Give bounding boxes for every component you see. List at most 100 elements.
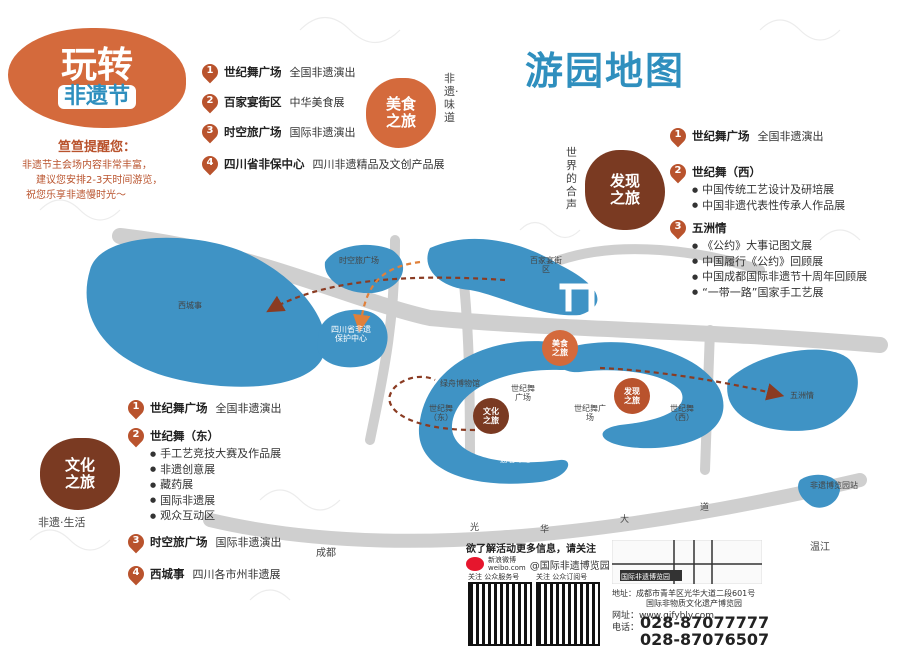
legend-item-desc: 全国非遗演出 bbox=[215, 402, 282, 415]
minimap-sign: 国际非遗博览园 bbox=[621, 573, 670, 581]
legend-subitem: 中国履行《公约》回顾展 bbox=[692, 254, 867, 270]
location-minimap bbox=[612, 540, 762, 584]
follow-text: 欲了解活动更多信息，请关注 bbox=[466, 544, 596, 555]
map-label-wuzhou[interactable]: 五洲情 bbox=[790, 391, 814, 400]
legend-item[interactable]: 3五洲情《公约》大事记图文展中国履行《公约》回顾展中国成都国际非遗节十周年回顾展… bbox=[666, 216, 867, 300]
legend-item-desc: 全国非遗演出 bbox=[289, 66, 356, 79]
legend-item-desc: 全国非遗演出 bbox=[757, 130, 824, 143]
map-label-shijiwu-square[interactable]: 世纪舞广场 bbox=[511, 384, 535, 402]
legend-subitem: 中国成都国际非遗节十周年回顾展 bbox=[692, 269, 867, 285]
legend-sublist: 手工艺竞技大赛及作品展非遗创意展藏药展国际非遗展观众互动区 bbox=[150, 446, 281, 524]
reminder-title: 笪笪提醒您： bbox=[58, 140, 137, 155]
legend-subitem: 观众互动区 bbox=[150, 508, 281, 524]
reminder-line: 祝您乐享非遗慢时光～ bbox=[26, 190, 126, 201]
weibo-url: weibo.com bbox=[488, 564, 526, 572]
xicheng-lake bbox=[86, 237, 326, 387]
legend-subitem: 手工艺竞技大赛及作品展 bbox=[150, 446, 281, 462]
legend-item-name: 西城事 bbox=[150, 567, 185, 581]
legend-item-name: 世纪舞广场 bbox=[692, 129, 750, 143]
road-char: 道 bbox=[700, 503, 710, 513]
culture-tour-badge-text: 文化之旅 bbox=[64, 456, 95, 491]
map-label-shijiwu-square-2[interactable]: 世纪舞广场 bbox=[574, 404, 606, 422]
brand-line1: 玩转 bbox=[60, 45, 133, 86]
phone-label: 电话： bbox=[612, 623, 640, 633]
legend-item-name: 世纪舞（东） bbox=[150, 429, 219, 443]
map-label-lvzhou[interactable]: 绿舟博物馆 bbox=[440, 379, 480, 388]
legend-item-name: 百家宴街区 bbox=[224, 95, 282, 109]
map-label-wenjiang: 温江 bbox=[810, 542, 830, 553]
map-label-sichuan-center[interactable]: 四川省非遗保护中心 bbox=[331, 325, 371, 343]
weibo-row[interactable]: 新浪微博 weibo.com @国际非遗博览园 bbox=[466, 556, 610, 572]
legend-item-name: 时空旅广场 bbox=[150, 535, 208, 549]
food-tour-map-marker-text: 美食之旅 bbox=[552, 339, 568, 357]
brand-badge: 玩转 非遗节 bbox=[8, 28, 186, 128]
food-tour-badge-text: 美食之旅 bbox=[385, 95, 416, 130]
location-pin-icon: 4 bbox=[198, 152, 222, 176]
location-pin-icon: 1 bbox=[124, 396, 148, 420]
location-pin-icon: 4 bbox=[124, 562, 148, 586]
phone-2[interactable]: 028-87076507 bbox=[640, 630, 770, 649]
discover-tour-tagline: 世界的合声 bbox=[566, 146, 577, 211]
reminder-text: 非遗节主会场内容非常丰富， 建议您安排2-3天时间游览， 祝您乐享非遗慢时光～ bbox=[22, 158, 162, 203]
location-pin-icon: 1 bbox=[198, 60, 222, 84]
map-label-youke[interactable]: 游客中心 bbox=[500, 455, 532, 464]
qr-code-service[interactable] bbox=[468, 582, 532, 646]
legend-item-name: 世纪舞广场 bbox=[224, 65, 282, 79]
phone-1[interactable]: 028-87077777 bbox=[640, 613, 770, 632]
legend-subitem: 中国非遗代表性传承人作品展 bbox=[692, 198, 845, 214]
shikonglv-pond bbox=[324, 244, 404, 294]
culture-tour-tagline: 非遗·生活 bbox=[38, 516, 86, 529]
legend-item-desc: 四川各市州非遗展 bbox=[192, 568, 281, 581]
map-label-shijiwu-west[interactable]: 世纪舞（西） bbox=[670, 404, 694, 422]
qr-code-subscription[interactable] bbox=[536, 582, 600, 646]
map-label-xicheng[interactable]: 西城事 bbox=[178, 301, 202, 310]
reminder-line: 非遗节主会场内容非常丰富， bbox=[22, 160, 152, 171]
address-line2: 国际非物质文化遗产博览园 bbox=[646, 599, 742, 608]
weibo-icon bbox=[466, 557, 484, 571]
location-pin-icon: 3 bbox=[124, 530, 148, 554]
food-tour-tagline: 非遗·味道 bbox=[444, 72, 459, 124]
legend-item-name: 四川省非保中心 bbox=[224, 157, 305, 171]
legend-subitem: 藏药展 bbox=[150, 477, 281, 493]
address-line: 地址：成都市青羊区光华大道二段601号 bbox=[612, 589, 756, 598]
culture-tour-map-marker-text: 文化之旅 bbox=[483, 407, 499, 425]
legend-subitem: 国际非遗展 bbox=[150, 493, 281, 509]
discover-tour-map-marker[interactable]: 发现之旅 bbox=[614, 378, 650, 414]
map-label-chengdu: 成都 bbox=[316, 548, 336, 559]
baijiayan-river bbox=[427, 238, 598, 316]
location-pin-icon: 2 bbox=[198, 90, 222, 114]
cloud-pattern bbox=[29, 16, 861, 601]
legend-subitem: 非遗创意展 bbox=[150, 462, 281, 478]
legend-item-desc: 四川非遗精品及文创产品展 bbox=[312, 158, 445, 171]
reminder-line: 建议您安排2-3天时间游览， bbox=[36, 175, 163, 186]
map-label-metro[interactable]: 非遗博览园站 bbox=[810, 481, 858, 490]
road-char: 华 bbox=[540, 525, 550, 535]
legend-subitem: 中国传统工艺设计及研培展 bbox=[692, 182, 845, 198]
map-label-shijiwu-east[interactable]: 世纪舞（东） bbox=[429, 404, 453, 422]
website[interactable]: 网址：www.gjfybly.com bbox=[612, 611, 715, 621]
wechat-subscription-label: 关注 公众订阅号 bbox=[536, 573, 588, 581]
map-label-baijiayan[interactable]: 百家宴街区 bbox=[530, 256, 562, 274]
location-pin-icon: 2 bbox=[124, 424, 148, 448]
culture-tour-map-marker[interactable]: 文化之旅 bbox=[473, 398, 509, 434]
west-ring bbox=[553, 342, 724, 449]
gate-icon bbox=[559, 283, 601, 312]
road-char: 光 bbox=[470, 523, 480, 533]
location-pin-icon: 3 bbox=[198, 120, 222, 144]
map-label-shikonglv[interactable]: 时空旅广场 bbox=[339, 256, 379, 265]
food-tour-map-marker[interactable]: 美食之旅 bbox=[542, 330, 578, 366]
location-pin-icon: 3 bbox=[666, 216, 690, 240]
weibo-name: 新浪微博 bbox=[488, 556, 516, 564]
wuzhou-lake bbox=[727, 349, 858, 431]
